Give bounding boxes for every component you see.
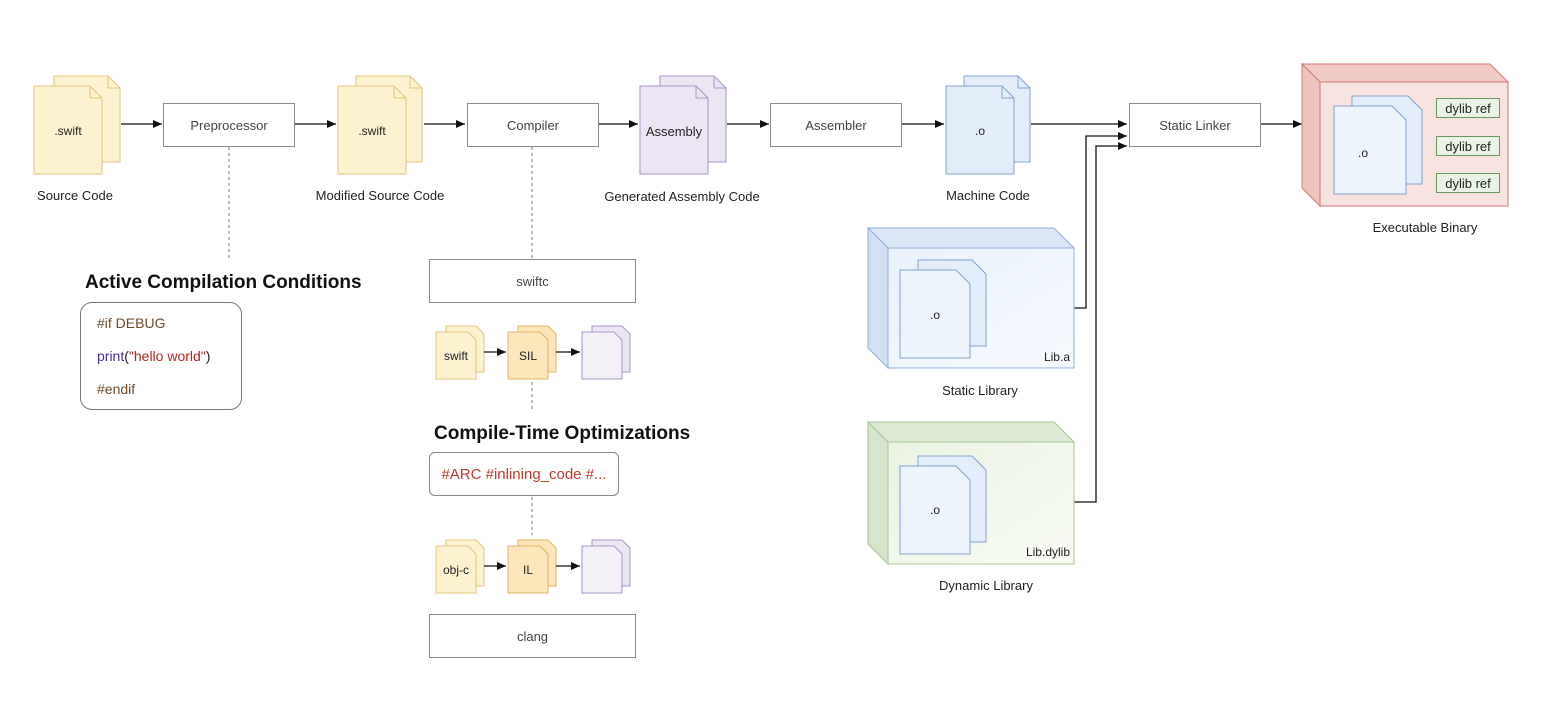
machine-file-icon <box>945 75 1031 175</box>
dashed-connectors <box>228 147 533 535</box>
subflow-arrows <box>484 348 580 570</box>
dynamic-lib-file-label: .o <box>929 503 940 517</box>
source-file-label: .swift <box>54 124 82 138</box>
swift-small-icon <box>435 325 485 380</box>
code-print-string: "hello world" <box>128 348 206 364</box>
dylib-ref-1: dylib ref <box>1436 98 1500 118</box>
optimizations-title: Compile-Time Optimizations <box>434 423 691 444</box>
il-small-icon <box>507 539 557 594</box>
assembly-caption: Generated Assembly Code <box>604 189 760 204</box>
code-line-if: #if DEBUG <box>97 315 166 331</box>
code-print-close: ) <box>205 348 211 364</box>
static-lib-caption: Static Library <box>942 383 1018 398</box>
code-print-open: ( <box>124 348 129 364</box>
sil-small-label: SIL <box>518 349 537 363</box>
compiler-box: Compiler <box>467 103 599 147</box>
modified-caption: Modified Source Code <box>315 188 445 203</box>
clang-box: clang <box>429 614 636 658</box>
objc-small-label: obj-c <box>442 563 469 577</box>
code-line-print: print("hello world") <box>97 348 210 364</box>
assembly-file-icon <box>639 75 727 175</box>
dylib-ref-3: dylib ref <box>1436 173 1500 193</box>
dynamic-library-box <box>866 420 1076 566</box>
static-lib-file-label: .o <box>929 308 940 322</box>
swift-small-label: swift <box>444 349 468 363</box>
dylib-ref-2: dylib ref <box>1436 136 1500 156</box>
executable-caption: Executable Binary <box>1372 220 1478 235</box>
machine-caption: Machine Code <box>946 188 1030 203</box>
static-lib-name: Lib.a <box>1043 350 1070 364</box>
static-linker-box: Static Linker <box>1129 103 1261 147</box>
static-library-box <box>866 226 1076 370</box>
pipeline-arrows <box>121 120 1302 503</box>
swiftc-box: swiftc <box>429 259 636 303</box>
assembler-box: Assembler <box>770 103 902 147</box>
sil-small-icon <box>507 325 557 380</box>
output-small-icon <box>581 325 631 380</box>
dynamic-lib-name: Lib.dylib <box>1025 545 1070 559</box>
dynamic-lib-caption: Dynamic Library <box>939 578 1033 593</box>
machine-file-label: .o <box>974 124 985 138</box>
conditions-code-box: #if DEBUG print("hello world") #endif <box>80 302 242 410</box>
optimizations-tags: #ARC #inlining_code #... <box>429 452 619 496</box>
source-caption: Source Code <box>37 188 113 203</box>
preprocessor-box: Preprocessor <box>163 103 295 147</box>
code-line-endif: #endif <box>97 381 136 397</box>
modified-file-icon <box>337 75 423 175</box>
il-small-label: IL <box>522 563 533 577</box>
source-file-icon <box>33 75 121 175</box>
modified-file-label: .swift <box>358 124 386 138</box>
objc-small-icon <box>435 539 485 594</box>
output2-small-icon <box>581 539 631 594</box>
conditions-title: Active Compilation Conditions <box>85 272 362 293</box>
executable-file-label: .o <box>1357 146 1368 160</box>
code-print-fn: print <box>97 348 125 364</box>
assembly-file-label: Assembly <box>645 124 703 139</box>
